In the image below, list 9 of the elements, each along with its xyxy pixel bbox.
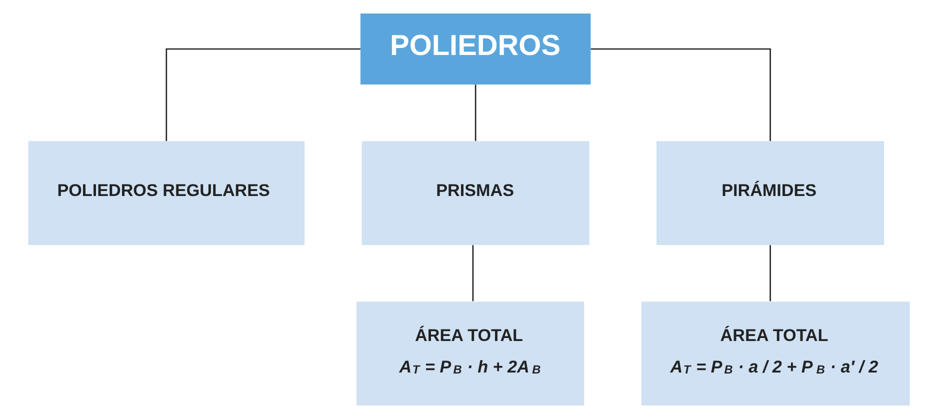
connector [769, 245, 770, 302]
connector [474, 84, 476, 141]
connector [165, 48, 360, 142]
node-box: POLIEDROS [360, 13, 590, 85]
node-box: PIRÁMIDES [656, 141, 884, 246]
node-box: PRISMAS [361, 141, 589, 246]
connector [472, 245, 474, 302]
node-box: POLIEDROS REGULARES [28, 141, 304, 246]
connector [590, 48, 770, 142]
